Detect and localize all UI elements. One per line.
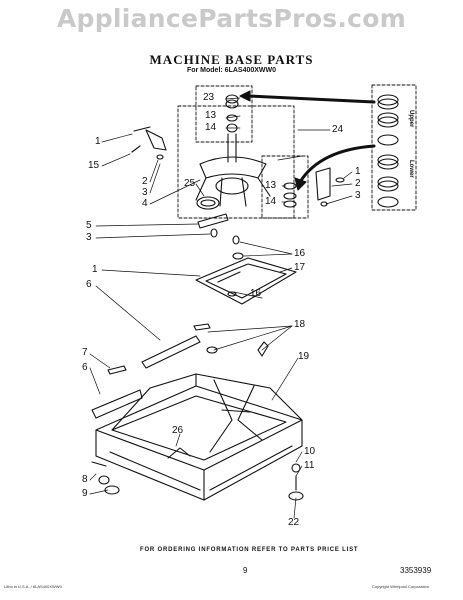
callout-16-upper: 16 <box>294 248 306 259</box>
callout-17: 17 <box>294 262 306 273</box>
callout-13-lower: 13 <box>265 180 277 191</box>
model-number: For Model: 6LAS400XWW0 <box>186 67 277 74</box>
callout-3-right: 3 <box>355 190 361 201</box>
callout-4: 4 <box>142 198 148 209</box>
watermark: AppliancePartsPros.com <box>56 4 407 33</box>
upper-bearing-box <box>195 85 253 143</box>
diagram-title: MACHINE BASE PARTS <box>149 52 314 67</box>
callout-14-lower: 14 <box>265 196 277 207</box>
page-number: 9 <box>243 566 248 575</box>
fine-print-right: Copyright Whirlpool Corporation <box>372 584 429 589</box>
lower-kit-label: Lower <box>408 160 414 178</box>
kit-bearings <box>377 94 399 208</box>
callout-22: 22 <box>288 517 300 528</box>
callout-6-upper: 6 <box>86 279 92 290</box>
callout-24: 24 <box>332 124 344 135</box>
callout-10: 10 <box>304 446 316 457</box>
callout-5: 5 <box>86 220 92 231</box>
callout-1-right: 1 <box>355 166 361 177</box>
callout-14-upper: 14 <box>205 122 217 133</box>
callout-25: 25 <box>184 178 196 189</box>
callout-9: 9 <box>82 488 88 499</box>
callout-1-mid: 1 <box>92 264 98 275</box>
callout-19: 19 <box>298 351 310 362</box>
callout-11: 11 <box>304 460 315 471</box>
callout-13-upper: 13 <box>205 110 217 121</box>
callout-2-left: 2 <box>142 176 148 187</box>
ordering-note: FOR ORDERING INFORMATION REFER TO PARTS … <box>140 547 359 553</box>
callout-8: 8 <box>82 474 88 485</box>
callout-18: 18 <box>294 319 306 330</box>
upper-kit-label: Upper <box>408 110 414 128</box>
callout-15: 15 <box>88 160 100 171</box>
callout-7: 7 <box>82 347 88 358</box>
callout-1-left: 1 <box>95 136 101 147</box>
snubber-box <box>261 155 309 219</box>
fine-print-left: Litho in U.S.A. / 6LAS400XWW0 <box>4 584 62 589</box>
callout-26: 26 <box>172 425 184 436</box>
callout-2-right: 2 <box>355 178 361 189</box>
callout-16-lower: 16 <box>250 288 262 299</box>
gearcase-box <box>177 105 295 219</box>
callout-3-left: 3 <box>142 187 148 198</box>
part-code: 3353939 <box>400 566 432 575</box>
callout-3-mid: 3 <box>86 232 92 243</box>
callout-23: 23 <box>203 92 215 103</box>
callout-6-lower: 6 <box>82 362 88 373</box>
